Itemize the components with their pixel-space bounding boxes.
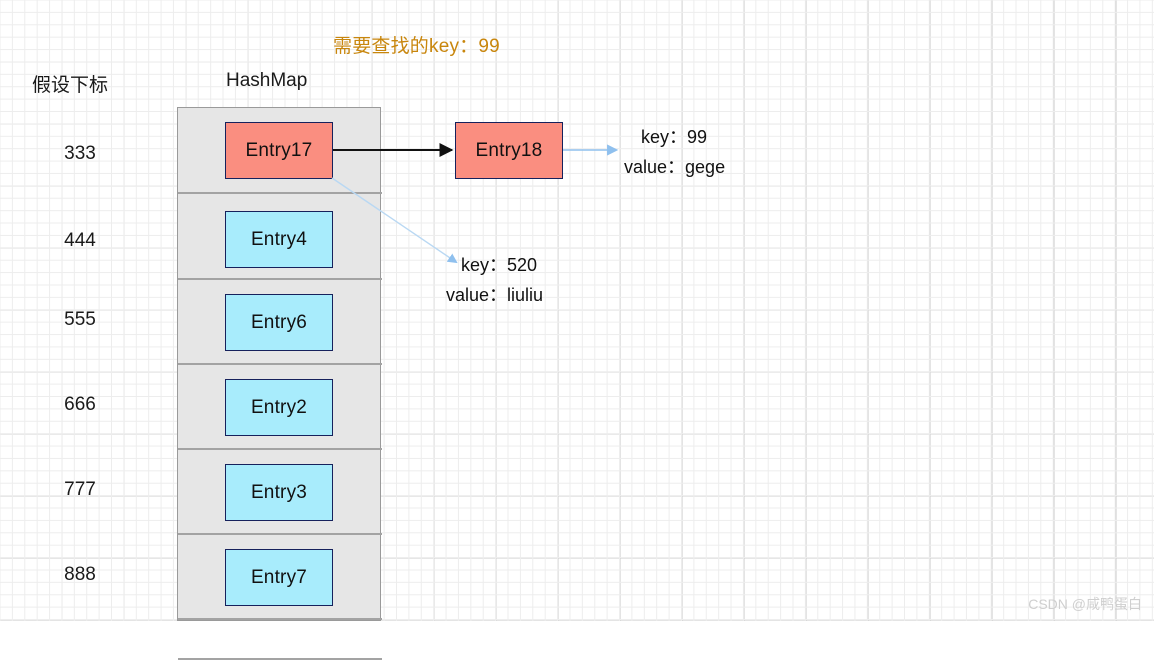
connector-arrows <box>331 143 619 264</box>
index-column-header: 假设下标 <box>32 75 109 96</box>
bucket-index-0: 333 <box>64 143 96 164</box>
bucket-index-1: 444 <box>64 230 96 251</box>
annotation-entry17-key: key：520 <box>461 255 538 275</box>
bucket-row-6-partial[interactable] <box>178 620 382 660</box>
entry-box-entry3[interactable]: Entry3 <box>225 464 333 521</box>
bucket-index-3: 666 <box>64 394 96 415</box>
bucket-row-5[interactable]: Entry7 <box>178 535 382 620</box>
bucket-row-0[interactable]: Entry17 <box>178 108 382 194</box>
annotation-entry18-key: key：99 <box>641 127 708 147</box>
entry-box-entry2[interactable]: Entry2 <box>225 379 333 436</box>
bucket-index-4: 777 <box>64 479 96 500</box>
bucket-row-3[interactable]: Entry2 <box>178 365 382 450</box>
search-key-title: 需要查找的key：99 <box>333 36 500 57</box>
csdn-watermark: CSDN @咸鸭蛋白 <box>1028 596 1142 612</box>
annotation-entry18-value: value：gege <box>624 157 726 177</box>
entry-box-entry17[interactable]: Entry17 <box>225 122 333 179</box>
entry-box-entry7[interactable]: Entry7 <box>225 549 333 606</box>
entry-box-entry6[interactable]: Entry6 <box>225 294 333 351</box>
bucket-index-5: 888 <box>64 564 96 585</box>
entry-box-entry4[interactable]: Entry4 <box>225 211 333 268</box>
bucket-row-2[interactable]: Entry6 <box>178 280 382 365</box>
hashmap-container: Entry17 Entry4 Entry6 Entry2 Entry3 Entr… <box>177 107 382 660</box>
bucket-row-1[interactable]: Entry4 <box>178 194 382 280</box>
entry-box-entry18[interactable]: Entry18 <box>455 122 563 179</box>
diagram-canvas: 需要查找的key：99 假设下标 HashMap 333 444 555 666… <box>32 36 1142 660</box>
hashmap-header: HashMap <box>226 70 308 91</box>
annotation-entry17-value: value：liuliu <box>446 285 544 305</box>
bucket-index-2: 555 <box>64 309 96 330</box>
bucket-row-4[interactable]: Entry3 <box>178 450 382 535</box>
